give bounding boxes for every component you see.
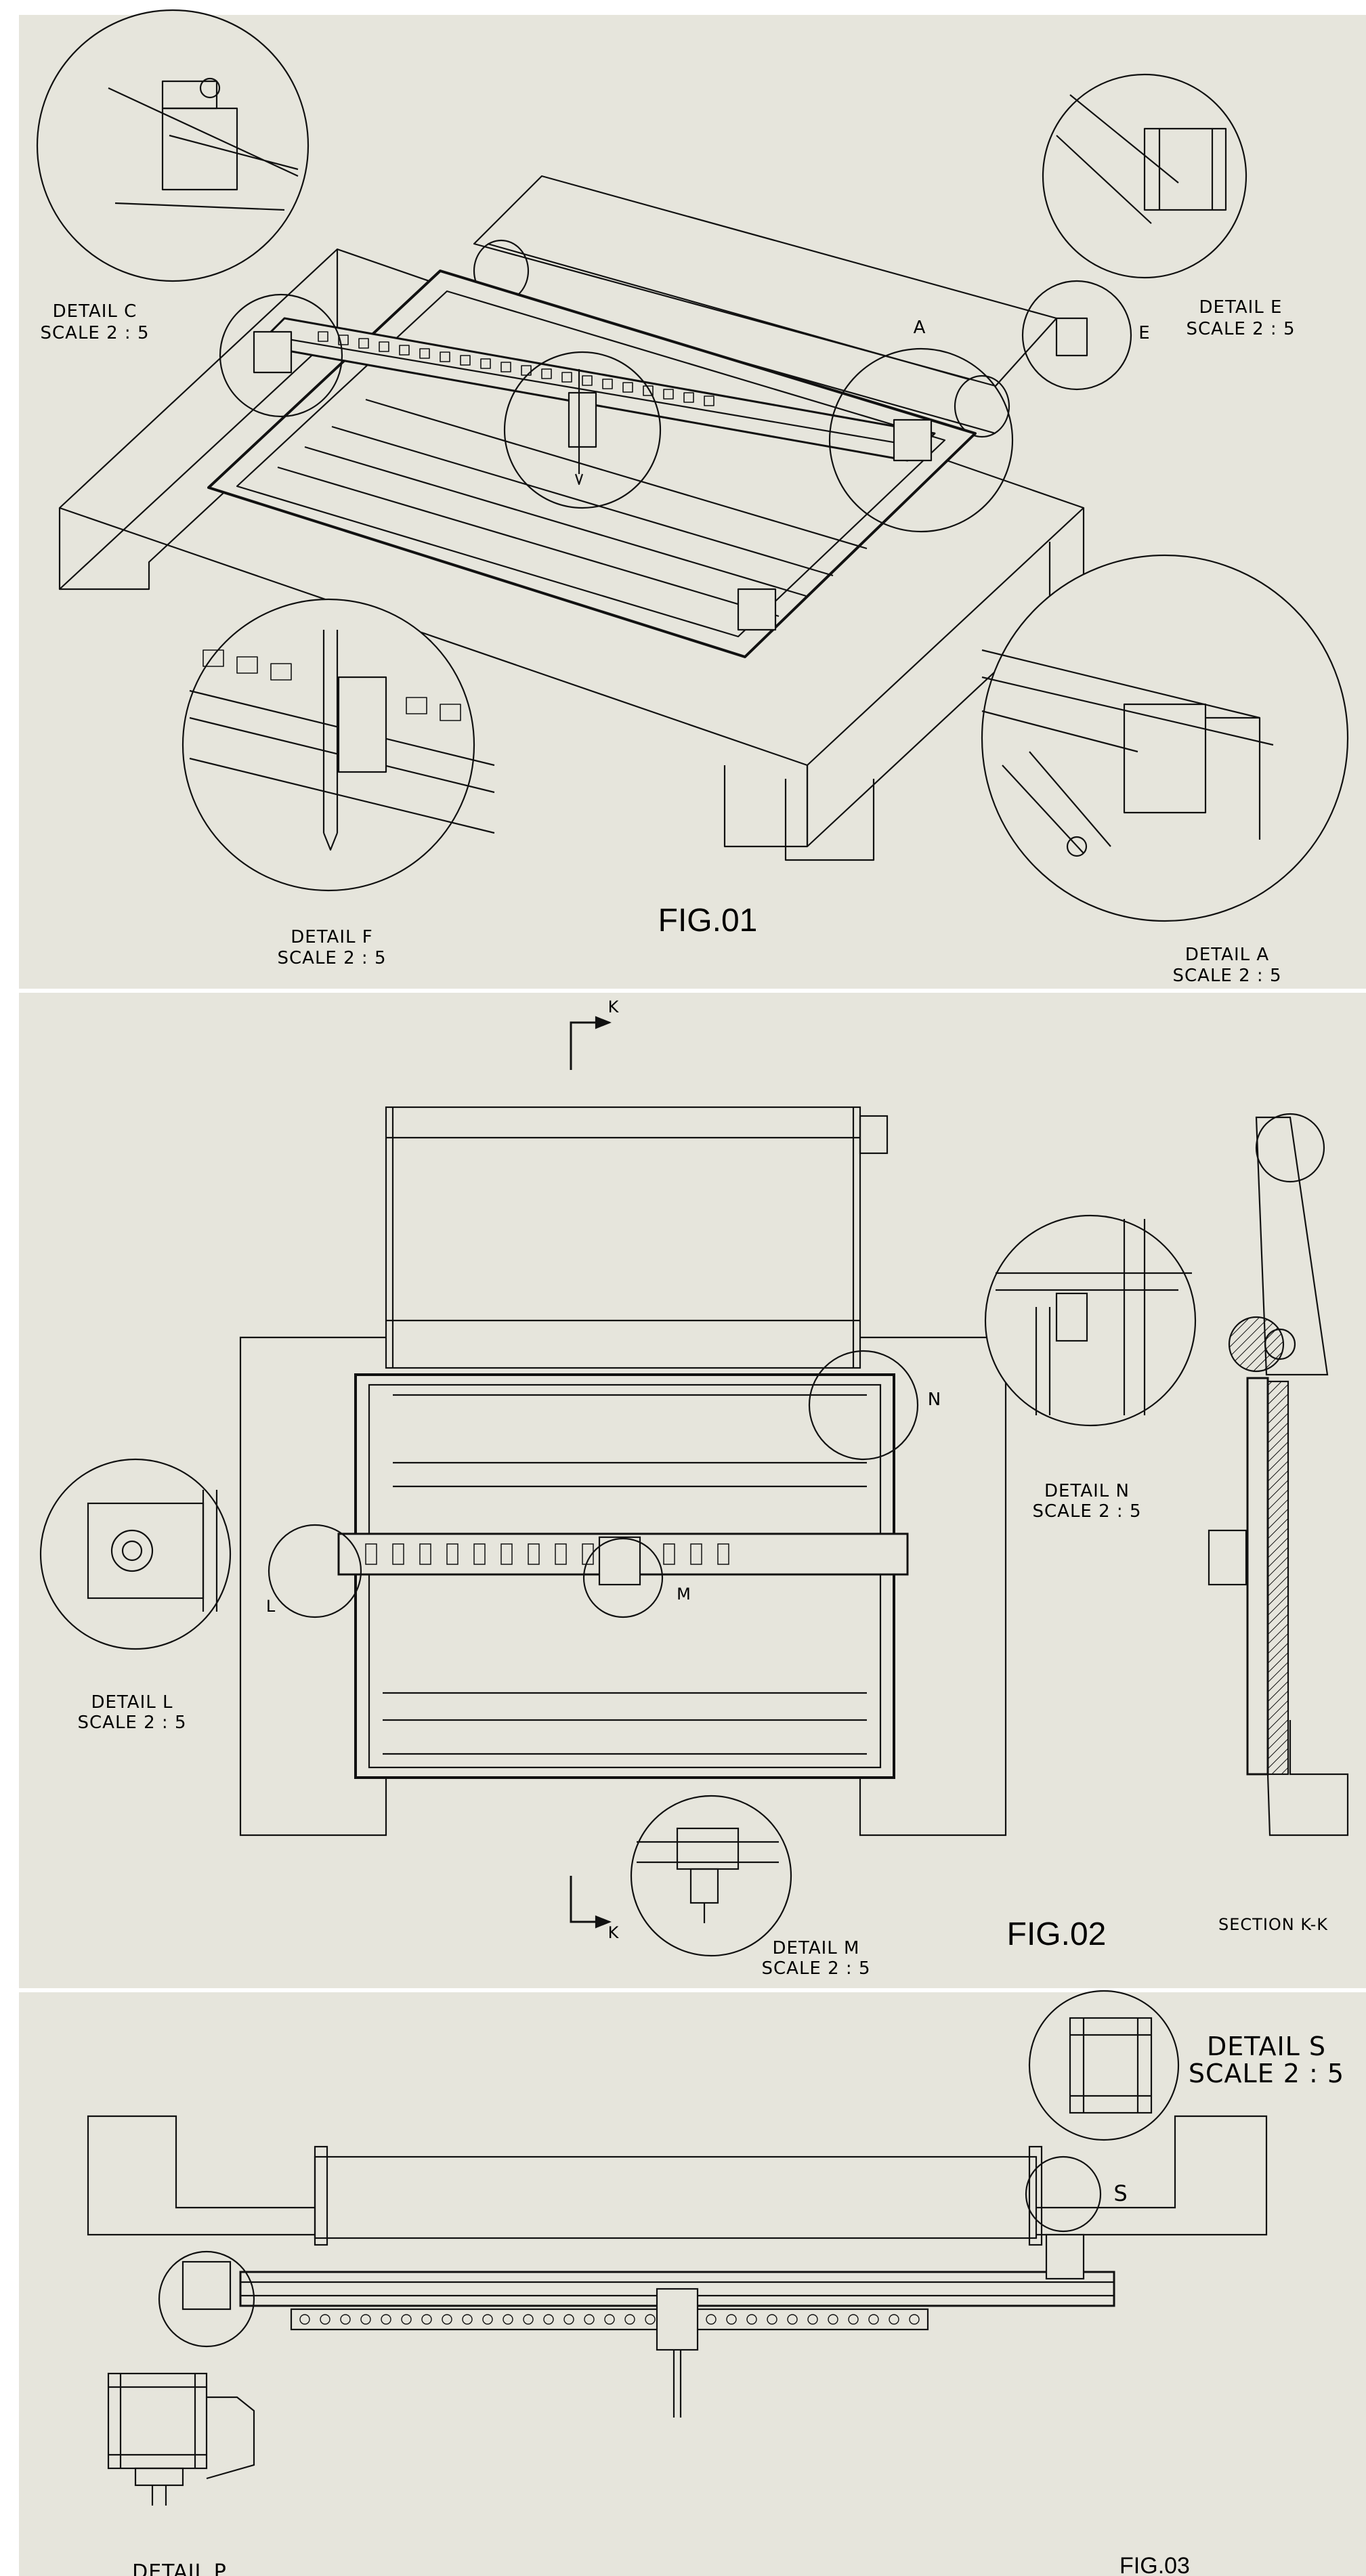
fig02-top-view [39,1016,1349,1957]
fig03-title: FIG.03 [1119,2553,1190,2576]
fig01-labels: DETAIL C SCALE 2 : 5 DETAIL E SCALE 2 : … [41,297,1296,986]
fig01-isometric-view [36,9,1349,922]
fig02-labels: K N DETAIL N SCALE 2 : 5 L M DETAIL L SC… [78,997,1328,1979]
fig01-title: FIG.01 [658,903,758,939]
detail-a-scale: SCALE 2 : 5 [1173,966,1282,986]
detail-n-scale: SCALE 2 : 5 [1033,1501,1142,1522]
detail-n-label: DETAIL N [1044,1481,1130,1501]
detail-s-label: DETAIL S [1207,2032,1326,2061]
fig03-front-view [87,1990,1268,2506]
detail-s-scale: SCALE 2 : 5 [1189,2059,1344,2088]
section-marker-top: K [608,997,620,1016]
callout-a: A [914,318,926,338]
detail-e-scale: SCALE 2 : 5 [1187,319,1296,339]
fig02-title: FIG.02 [1007,1916,1107,1952]
callout-e: E [1138,323,1150,343]
detail-f-label: DETAIL F [291,927,372,947]
callout-n: N [928,1390,941,1410]
detail-m-scale: SCALE 2 : 5 [762,1958,871,1979]
fig03-labels: DETAIL S SCALE 2 : 5 S FIG.03 DETAIL P [132,2032,1344,2576]
detail-e-label: DETAIL E [1199,297,1283,318]
section-kk-label: SECTION K-K [1218,1915,1328,1934]
detail-m-label: DETAIL M [773,1938,860,1958]
callout-m: M [677,1585,691,1604]
callout-s: S [1113,2181,1128,2206]
detail-f-scale: SCALE 2 : 5 [278,948,387,968]
section-marker-bottom: K [608,1923,620,1942]
callout-l: L [266,1597,276,1616]
detail-a-label: DETAIL A [1185,945,1269,965]
detail-p-label: DETAIL P [132,2560,227,2576]
detail-c-scale: SCALE 2 : 5 [41,323,150,343]
detail-l-label: DETAIL L [91,1692,173,1713]
detail-l-scale: SCALE 2 : 5 [78,1713,187,1733]
detail-c-label: DETAIL C [53,301,137,322]
